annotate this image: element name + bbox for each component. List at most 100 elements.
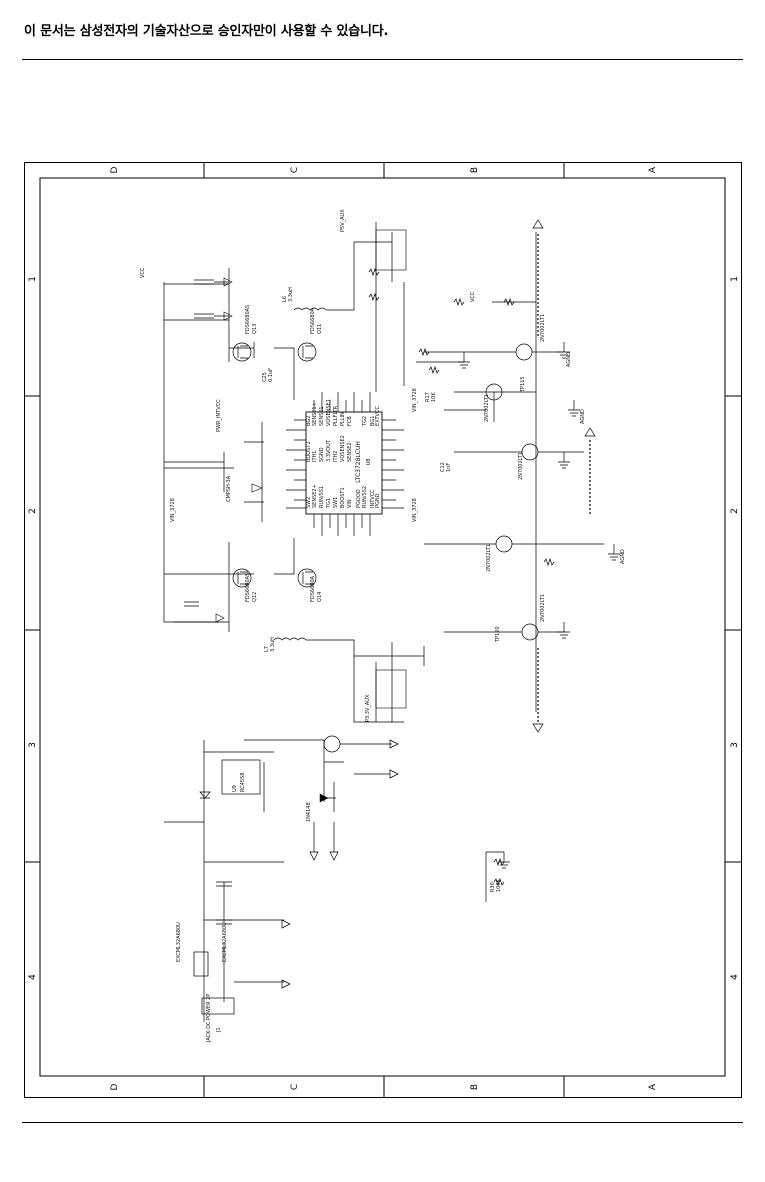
zone-left-2: 2 xyxy=(28,508,38,514)
zone-right-2: 2 xyxy=(730,508,740,514)
ic-pin-10: ITH2 xyxy=(333,451,339,462)
zone-right-1: 1 xyxy=(730,276,740,282)
schematic-sheet: D C B A D C B A 1 2 3 4 1 2 3 4 LTC3728L… xyxy=(24,162,742,1098)
zone-left-3: 3 xyxy=(28,742,38,748)
res-r17: R17 xyxy=(425,392,431,402)
footer-rule xyxy=(22,1122,743,1123)
net-agnd-1: AGND xyxy=(566,352,572,367)
ic-pin-11: VOSENSE2 xyxy=(340,435,346,462)
net-agnd-3: AGND xyxy=(620,549,626,564)
ic-pin-26: TG2 xyxy=(362,416,368,427)
zone-right-3: 3 xyxy=(730,742,740,748)
ic-pin-17: BOOST1 xyxy=(340,487,346,508)
ic-pin-21: INTVCC xyxy=(370,489,376,508)
header-rule xyxy=(22,59,743,60)
transistor-q4: 2N7002LT1 xyxy=(484,394,490,422)
upper-power-stage: FDS6680AS Q13 FDS6680A Q11 L6 3.3uH P5V_… xyxy=(163,209,464,623)
net-agnd-2: AGND xyxy=(580,409,586,424)
inductor-l7-ref: L7 xyxy=(264,646,270,652)
ic-pin-6: FCB xyxy=(347,416,353,426)
ic-pin-27: RUN/SS2 xyxy=(362,486,368,508)
mosfet-q14-ref: Q14 xyxy=(317,592,323,602)
net-vcc-1: VCC xyxy=(140,267,146,278)
ic-pin-13: SENSE2+ xyxy=(312,484,318,508)
net-pwr-intvcc: PWR_INTVCC xyxy=(216,399,222,432)
ic-pin-9: 3.3VOUT xyxy=(326,439,332,462)
cap-c12-val: 1nF xyxy=(446,463,452,472)
zone-top-b: B xyxy=(470,167,480,173)
ic-u9-part: RC4558 xyxy=(240,773,246,792)
cap-c25: C25 xyxy=(262,372,268,382)
zone-bottom-a: A xyxy=(648,1083,658,1090)
ic-pin-1: SENSE1+ xyxy=(312,402,318,426)
input-caps-top: VCC xyxy=(140,267,233,321)
schematic-drawing: D C B A D C B A 1 2 3 4 1 2 3 4 LTC3728L… xyxy=(24,162,742,1098)
res-r30: R30 xyxy=(490,882,496,892)
ic-pin-3: VOSENSE1 xyxy=(326,399,332,426)
ic-pin-16: SW1 xyxy=(333,497,339,508)
ic-pin-25: SW2 xyxy=(306,497,312,508)
cap-c25-val: 0.1uF xyxy=(268,368,274,382)
zone-top-c: C xyxy=(290,167,300,173)
ic-pin-4: PLLFLTR xyxy=(333,405,339,426)
transistor-q7: 2N7002LT1 xyxy=(518,452,524,480)
zone-top-d: D xyxy=(110,166,120,173)
inductor-l6-ref: L6 xyxy=(282,296,288,302)
ic-pin-stubs xyxy=(286,392,404,536)
confidentiality-notice: 이 문서는 삼성전자의 기술자산으로 승인자만이 사용할 수 있습니다. xyxy=(24,24,389,39)
zone-left-1: 1 xyxy=(28,276,38,282)
diode-cmpsh: CMPSH-3A xyxy=(226,475,232,502)
ic-pin-28: PGOOD xyxy=(356,489,362,508)
bootstrap-section: CMPSH-3A xyxy=(164,422,264,623)
transistor-q10: 2N7002LT1 xyxy=(540,594,546,622)
net-p5v-aux-top: P5V_AUX xyxy=(340,209,346,232)
pulldown-network xyxy=(485,851,505,902)
mosfet-q13-ref: Q13 xyxy=(252,324,258,334)
ic-ref-label: U8 xyxy=(366,459,372,466)
controller-ic: LTC3728LCUH U8 SENSE1+ SENSE1- VOSENSE1 … xyxy=(305,399,383,515)
net-vcc-2: VCC xyxy=(470,291,476,302)
zone-bottom-c: C xyxy=(290,1084,300,1090)
ic-pin-5: PLLIN xyxy=(340,412,346,426)
ic-pin-14: RUN/SS1 xyxy=(319,486,325,508)
ic-pin-12: SENSE2- xyxy=(347,440,353,462)
outer-frame xyxy=(24,162,742,1098)
lower-power-stage: FDS6680AS Q12 FDS6680A Q14 L7 3.3uH P3.3… xyxy=(170,399,425,723)
ic-pin-24: BOOST2 xyxy=(306,441,312,462)
ic-part-label: LTC3728LCUH xyxy=(355,441,362,483)
mosfet-q14-label: FDS6680A xyxy=(310,575,316,602)
net-vin-3728-3: VIN_3728 xyxy=(412,498,418,522)
mosfet-q11-ref: Q11 xyxy=(317,324,323,334)
ic-pin-15: TG1 xyxy=(326,498,332,509)
net-vin-3728-2: VIN_3728 xyxy=(412,388,418,412)
ic-pin-23: BG2 xyxy=(306,416,312,426)
transistor-q6: 2N7002LT1 xyxy=(486,544,492,572)
dc-input-section: EXCML32A680U EXCML32A680U JACK DC POWER … xyxy=(176,861,291,1043)
ic-u9-ref: U9 xyxy=(232,785,238,792)
zone-top-a: A xyxy=(648,166,658,173)
ic-pin-2: SENSE1- xyxy=(319,404,325,426)
dc-jack-ref: J1 xyxy=(216,1027,222,1033)
ic-pin-7: ITH1 xyxy=(312,451,318,462)
inductor-l7-value: 3.3uH xyxy=(270,637,276,652)
mosfet-q12-label: FDS6680AS xyxy=(245,573,251,602)
inductor-l6-value: 3.3uH xyxy=(288,287,294,302)
zone-left-4: 4 xyxy=(28,974,38,980)
zone-right-4: 4 xyxy=(730,974,740,980)
ic-pin-20: EXTVCC xyxy=(375,406,381,426)
tp-115: TP115 xyxy=(520,376,526,393)
net-vin-3728-1: VIN_3728 xyxy=(170,498,176,522)
ferrite-ref-2: EXCML32A680U xyxy=(222,922,228,962)
zone-bottom-b: B xyxy=(470,1084,480,1090)
net-p3v3-aux: P3.3V_AUX xyxy=(365,694,371,722)
ic-pin-8: SGND xyxy=(319,447,325,462)
ground-symbols xyxy=(458,342,620,869)
ferrite-ref: EXCML32A680U xyxy=(176,922,182,962)
pgood-section: U9 RC4558 1N4148 xyxy=(164,735,399,862)
mosfet-q12-ref: Q12 xyxy=(252,592,258,602)
cap-c12: C12 xyxy=(440,462,446,472)
res-r30-val: 100K xyxy=(496,878,502,892)
mosfet-q13-label: FDS6680AS xyxy=(245,305,251,334)
ic-pin-22: PGND xyxy=(375,493,381,508)
res-r17-val: 10K xyxy=(431,392,437,402)
